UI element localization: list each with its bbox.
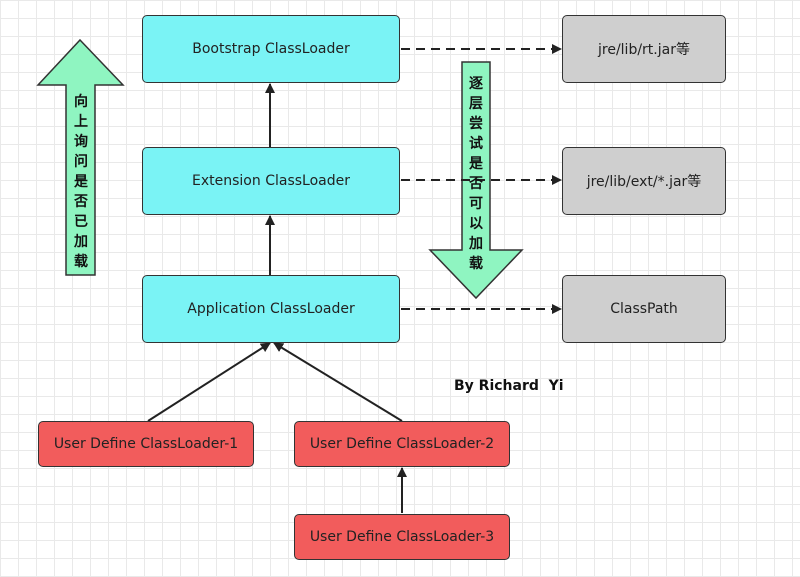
down-arrow-label: 逐层尝试是否可以加载 bbox=[469, 76, 483, 272]
up-direction-arrow bbox=[36, 38, 125, 276]
user-define-classloader-1-node: User Define ClassLoader-1 bbox=[38, 421, 254, 467]
application-classloader-node: Application ClassLoader bbox=[142, 275, 400, 343]
up-arrow-label: 向上询问是否已加载 bbox=[74, 94, 88, 270]
rt-jar-path-node: jre/lib/rt.jar等 bbox=[562, 15, 726, 83]
arrow-user1-to-application bbox=[147, 342, 271, 422]
classpath-node: ClassPath bbox=[562, 275, 726, 343]
author-credit: By Richard Yi bbox=[454, 378, 564, 394]
arrow-user2-to-application bbox=[273, 342, 403, 422]
ext-jar-path-node: jre/lib/ext/*.jar等 bbox=[562, 147, 726, 215]
extension-classloader-node: Extension ClassLoader bbox=[142, 147, 400, 215]
user-define-classloader-2-node: User Define ClassLoader-2 bbox=[294, 421, 510, 467]
user-define-classloader-3-node: User Define ClassLoader-3 bbox=[294, 514, 510, 560]
bootstrap-classloader-node: Bootstrap ClassLoader bbox=[142, 15, 400, 83]
